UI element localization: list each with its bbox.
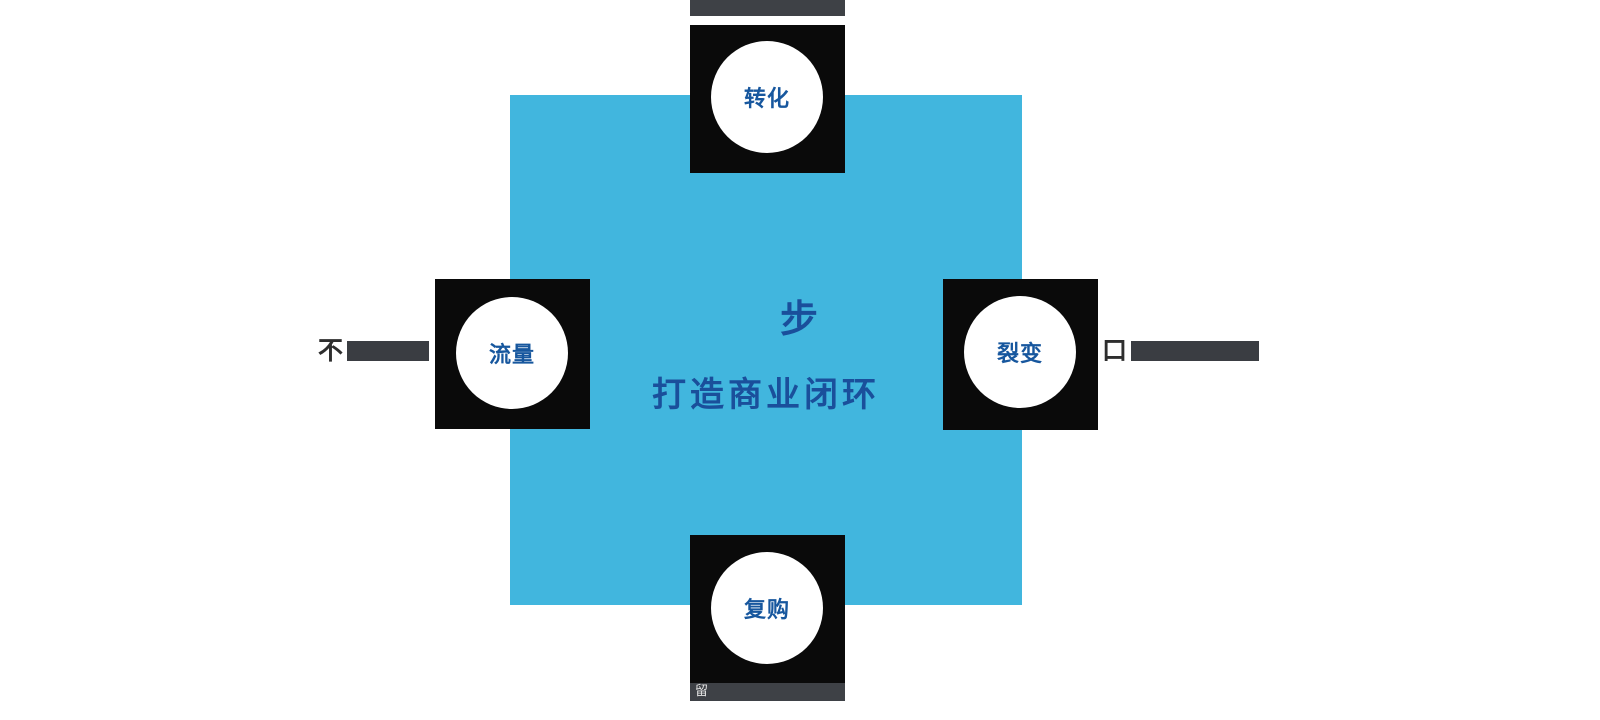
left-phrase-visible-char: 不: [318, 336, 344, 365]
center-title-line2: 打造商业闭环: [652, 375, 880, 415]
center-title: 步 打造商业闭环: [510, 288, 1022, 416]
bottom-ribbon: 留: [690, 682, 845, 701]
node-conversion-label: 转化: [743, 87, 790, 112]
node-traffic-label: 流量: [488, 343, 535, 368]
node-repurchase-circle: 复购: [711, 552, 823, 664]
node-conversion-circle: 转化: [711, 41, 823, 153]
left-phrase: 不: [318, 336, 430, 365]
center-title-line1: 步: [779, 297, 820, 341]
node-fission-circle: 裂变: [964, 296, 1076, 408]
bottom-ribbon-partial-text: 留: [695, 684, 709, 699]
node-traffic-circle: 流量: [456, 297, 568, 409]
right-phrase-bar: [1131, 340, 1260, 361]
top-ribbon: [690, 0, 845, 16]
node-repurchase-label: 复购: [743, 598, 790, 623]
node-fission-label: 裂变: [996, 342, 1043, 367]
right-phrase-visible-char: 口: [1102, 336, 1128, 365]
center-square: [510, 95, 1022, 605]
left-phrase-bar: [347, 340, 430, 361]
right-phrase: 口: [1102, 336, 1260, 365]
